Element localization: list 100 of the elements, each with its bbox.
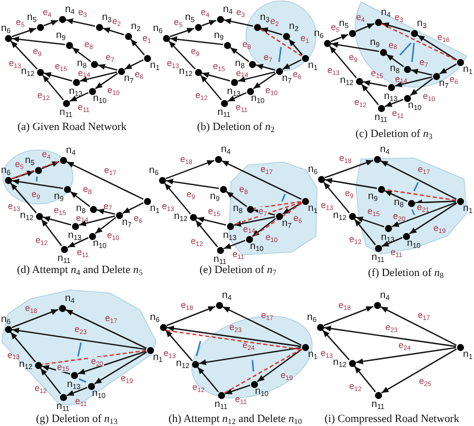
arrow	[226, 190, 248, 208]
arrow	[260, 27, 282, 36]
arrow	[166, 178, 220, 190]
edge-label: e$_{18}$	[338, 301, 351, 310]
node-label: n$_{7}$	[439, 79, 449, 89]
node-label: n$_{8}$	[233, 204, 243, 214]
arrow	[392, 202, 456, 228]
edge-label: e$_{13}$	[163, 349, 176, 358]
edge-label: e$_{14}$	[78, 68, 90, 78]
edge-label: e$_{18}$	[180, 301, 194, 310]
arrow	[394, 76, 432, 88]
node-label: n$_{4}$	[380, 291, 390, 301]
node-label: n$_{2}$	[131, 22, 141, 32]
edge-label: e$_{13}$	[162, 202, 174, 212]
arrow	[66, 386, 88, 396]
edge-label: e$_{25}$	[418, 376, 432, 386]
panel-caption: (i) Compressed Road Network	[324, 413, 460, 425]
node-label: n$_{12}$	[174, 212, 188, 222]
edge-label: e$_{10}$	[107, 86, 120, 96]
node-label: n$_{8}$	[390, 64, 400, 74]
edge-label: e$_{21}$	[416, 203, 430, 212]
edge-label: e$_{13}$	[8, 202, 20, 211]
edge-label: e$_{9}$	[32, 46, 42, 56]
node-label: n$_{3}$	[102, 13, 112, 23]
node-label: n$_{2}$	[289, 22, 299, 32]
edge-label: e$_{13}$	[166, 59, 180, 68]
edge-label: e$_{11}$	[392, 108, 404, 118]
panel-caption: (g) Deletion of n$_{13}$	[36, 413, 118, 425]
node-label: n$_{8}$	[76, 204, 86, 214]
edge-label: e$_{12}$	[37, 91, 50, 100]
edge-label: e$_{12}$	[34, 384, 47, 394]
edge-label: e$_{7}$	[104, 202, 112, 210]
edge-label: e$_{23}$	[385, 322, 398, 332]
node-label: n$_{12}$	[20, 211, 34, 221]
arrow	[253, 72, 276, 90]
node-label: n$_{8}$	[235, 59, 245, 69]
node-label: n$_{10}$	[255, 387, 269, 397]
edge-label: e$_{11}$	[234, 395, 247, 404]
edge-label: e$_{7}$	[258, 207, 268, 216]
node-label: n$_{1}$	[463, 204, 473, 214]
edge-label: e$_{15}$	[208, 206, 220, 216]
edge-label: e$_{19}$	[120, 374, 133, 383]
arrow	[382, 237, 402, 247]
node-label: n$_{1}$	[308, 61, 318, 71]
edge-label: e$_{19}$	[280, 370, 293, 380]
junction-dot	[318, 176, 324, 182]
arrow	[224, 240, 246, 250]
edge-label: e$_{17}$	[104, 166, 116, 175]
arrow	[166, 306, 216, 326]
arrow	[12, 170, 34, 180]
node-label: n$_{11}$	[214, 255, 227, 265]
node-label: n$_{6}$	[308, 165, 318, 175]
arrow	[356, 216, 384, 228]
junction-dot	[144, 198, 150, 204]
arrow	[230, 46, 250, 62]
node-label: n$_{13}$	[68, 231, 82, 241]
node-label: n$_{4}$	[65, 294, 75, 304]
arrow	[67, 237, 89, 248]
node-label: n$_{13}$	[223, 231, 237, 241]
node-label: n$_{10}$	[407, 239, 421, 249]
panel-caption: (f) Deletion of n$_{8}$	[368, 267, 444, 279]
node-label: n$_{13}$	[67, 380, 81, 390]
junction-dot	[226, 222, 234, 230]
node-label: n$_{6}$	[1, 24, 11, 34]
node-label: n$_{11}$	[218, 108, 231, 118]
arrow	[166, 160, 214, 180]
node-label: n$_{7}$	[282, 74, 292, 84]
edge-label: e$_{6}$	[134, 214, 142, 223]
edge-label: e$_{17}$	[104, 314, 118, 324]
arrow	[70, 190, 90, 208]
edge-label: e$_{15}$	[54, 62, 68, 72]
arrow	[415, 200, 456, 206]
edge-label: e$_{16}$	[437, 32, 450, 42]
edge-label: e$_{7}$	[419, 58, 428, 67]
edge-label: e$_{5}$	[15, 160, 24, 170]
arrow	[65, 309, 147, 349]
edge-label: e$_{13}$	[320, 348, 333, 358]
node-label: n$_{9}$	[210, 192, 220, 202]
edge-label: e$_{3}$	[394, 12, 404, 22]
junction-dot	[58, 16, 66, 22]
node-label: n$_{10}$	[93, 239, 107, 249]
node-label: n$_{10}$	[250, 242, 264, 252]
arrow	[78, 350, 146, 374]
edge-label: e$_{23}$	[229, 322, 242, 332]
arrow	[12, 28, 36, 38]
node-label: n$_{12}$	[333, 358, 347, 368]
edge-label: e$_{13}$	[327, 66, 340, 75]
junction-dot	[116, 212, 122, 218]
edge-label: e$_{2}$	[270, 16, 279, 26]
edge-label: e$_{18}$	[180, 154, 192, 164]
arrow	[98, 64, 118, 71]
edge-label: e$_{6}$	[449, 74, 458, 84]
arrow	[256, 64, 276, 71]
edge-label: e$_{12}$	[349, 382, 362, 392]
arrow	[282, 202, 302, 215]
junction-dot	[88, 232, 96, 240]
edge-label: e$_{18}$	[24, 304, 38, 313]
node-label: n$_{6}$	[153, 24, 163, 34]
arrow	[330, 34, 348, 42]
edge-label: e$_{4}$	[200, 8, 210, 18]
